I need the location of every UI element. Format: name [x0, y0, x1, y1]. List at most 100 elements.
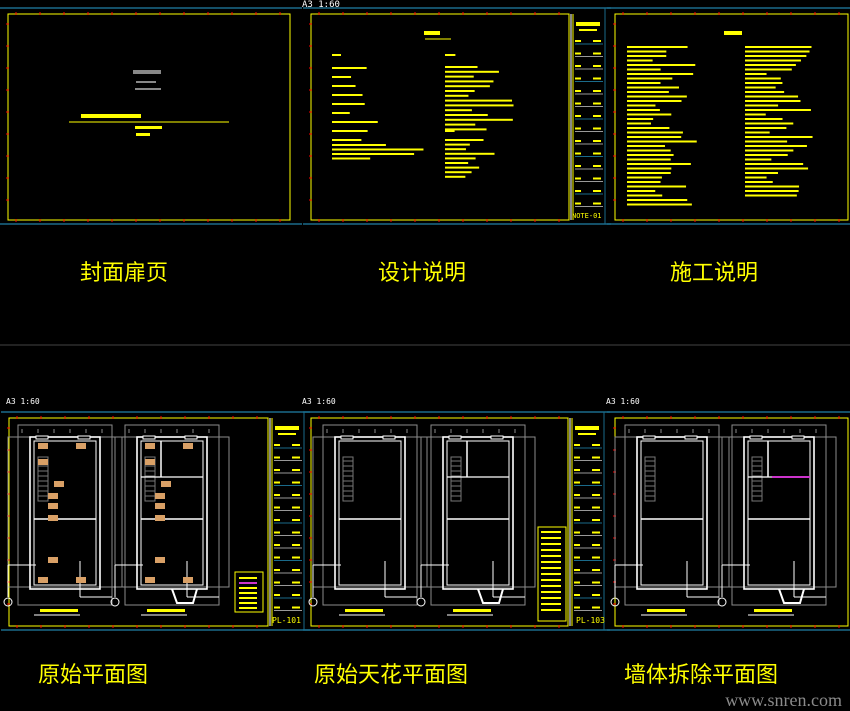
title-block-text — [592, 606, 600, 609]
furniture-tag — [155, 515, 165, 521]
note-text-line — [745, 140, 788, 143]
sheet-label-wall-demolition-plan[interactable]: 墙体拆除平面图 — [624, 663, 779, 688]
legend-item — [239, 592, 257, 594]
title-block-logo — [575, 426, 599, 430]
note-text-line — [627, 167, 672, 170]
notes-heading — [724, 31, 742, 35]
note-text-line — [745, 64, 796, 66]
title-block-text — [592, 519, 600, 521]
note-text-line — [627, 91, 669, 93]
window — [184, 435, 198, 440]
exterior-wall — [743, 436, 815, 590]
watermark: www.snren.com — [725, 690, 842, 710]
note-text-line — [445, 143, 470, 146]
note-text-line — [745, 145, 807, 147]
title-block-text — [292, 531, 300, 534]
cover-logo — [136, 81, 156, 83]
title-block-text — [575, 102, 581, 105]
title-block-text — [574, 531, 580, 534]
note-text-line — [745, 68, 792, 71]
legend-item — [541, 591, 561, 593]
title-block-text — [592, 456, 600, 459]
title-block-text — [274, 531, 280, 534]
note-text-line — [627, 73, 694, 75]
title-block-text — [574, 456, 580, 459]
title-block-text — [292, 606, 300, 609]
note-text-line — [745, 172, 778, 174]
legend-box — [234, 571, 264, 613]
title-block-text — [575, 165, 581, 167]
note-text-line — [332, 112, 350, 114]
legend-item — [541, 567, 561, 569]
title-block-text — [593, 65, 601, 67]
title-block-text — [575, 52, 581, 55]
furniture-tag — [145, 459, 155, 465]
furniture-tag — [145, 443, 155, 449]
title-block-text — [292, 444, 300, 446]
note-text-line — [627, 109, 660, 111]
title-block-text — [575, 77, 581, 80]
plan-title — [453, 609, 491, 612]
note-text-line — [445, 162, 469, 164]
sheet-label-cover[interactable]: 封面扉页 — [80, 261, 169, 286]
note-text-line — [445, 130, 455, 132]
title-block-text — [593, 127, 601, 130]
title-block-text — [574, 444, 580, 446]
note-text-line — [627, 181, 661, 183]
note-text-line — [445, 118, 513, 121]
title-block-text — [278, 433, 296, 435]
sheet-scale: A3 1:60 — [302, 397, 336, 406]
title-block-text — [593, 140, 601, 142]
note-text-line — [332, 94, 363, 96]
note-text-line — [745, 95, 799, 98]
title-block-text — [592, 481, 600, 484]
title-block-text — [575, 40, 581, 42]
furniture-tag — [161, 481, 171, 487]
note-text-line — [745, 59, 801, 62]
sheet-frame — [614, 13, 849, 221]
sheet-label-original-ceiling-plan[interactable]: 原始天花平面图 — [314, 663, 469, 688]
title-block-text — [574, 606, 580, 609]
sheet-code: PL-101 — [272, 616, 301, 625]
note-text-line — [445, 104, 514, 107]
title-block-text — [292, 556, 300, 559]
title-block-text — [575, 202, 581, 205]
furniture-tag — [48, 493, 58, 499]
title-block-text — [593, 52, 601, 55]
note-text-line — [445, 85, 490, 88]
title-block-text — [274, 519, 280, 521]
furniture-tag — [54, 481, 64, 487]
note-text-line — [745, 154, 788, 156]
note-text-line — [627, 176, 662, 179]
note-text-line — [745, 50, 810, 53]
note-text-line — [332, 67, 367, 69]
note-text-line — [627, 158, 671, 161]
dimension-frame — [322, 424, 418, 606]
title-block-text — [574, 594, 580, 596]
window — [35, 435, 49, 440]
note-text-line — [445, 99, 513, 102]
window — [142, 435, 156, 440]
title-block-text — [274, 506, 280, 509]
title-block-text — [575, 90, 581, 92]
sheet-label-original-plan[interactable]: 原始平面图 — [38, 663, 149, 688]
title-block-text — [592, 556, 600, 559]
bay-window — [477, 588, 504, 604]
note-text-line — [745, 136, 813, 138]
sheet-scale: A3 1:60 — [606, 397, 640, 406]
legend-item — [239, 577, 257, 579]
note-text-line — [745, 149, 794, 152]
furniture-tag — [183, 577, 193, 583]
sheet-label-design-notes[interactable]: 设计说明 — [378, 261, 467, 286]
legend-item — [541, 597, 561, 599]
note-text-line — [332, 139, 362, 141]
note-text-line — [627, 46, 688, 48]
note-text-line — [627, 149, 671, 152]
note-text-line — [627, 50, 667, 53]
title-block-text — [574, 494, 580, 496]
sheet-label-construction-notes[interactable]: 施工说明 — [670, 261, 759, 286]
title-block-text — [593, 190, 601, 192]
title-block-text — [592, 444, 600, 446]
furniture-tag — [76, 577, 86, 583]
